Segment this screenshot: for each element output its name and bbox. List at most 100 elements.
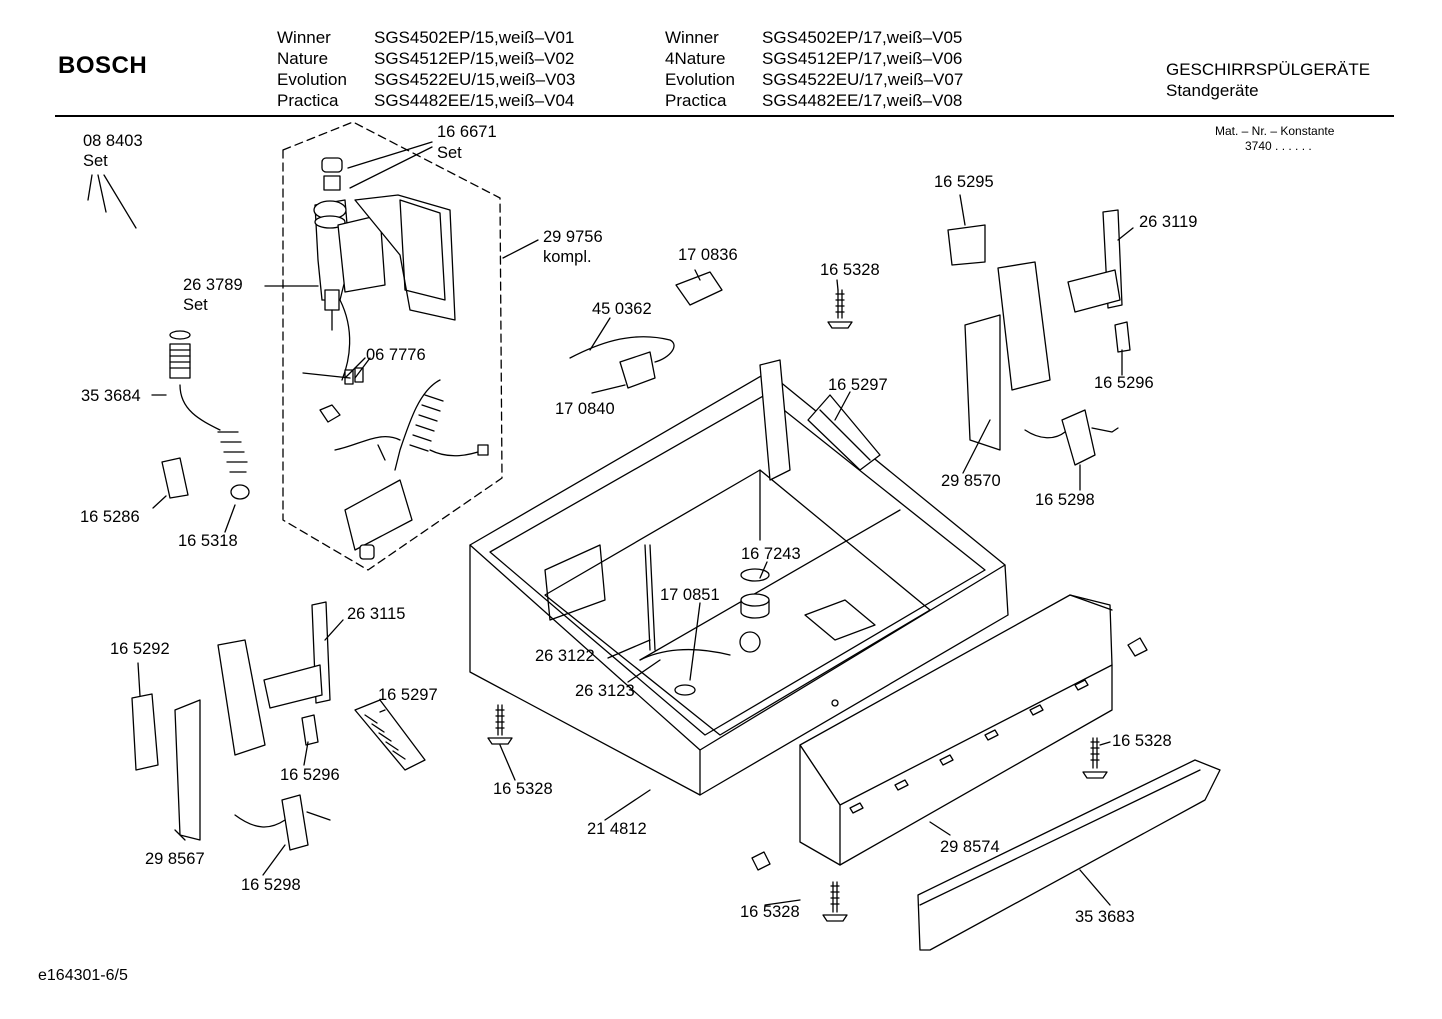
part-label: 26 3123 <box>575 682 635 700</box>
part-label: 16 5318 <box>178 532 238 550</box>
part-label: Set <box>183 296 208 314</box>
category-block: GESCHIRRSPÜLGERÄTE Standgeräte <box>1166 59 1370 101</box>
coiled-hose <box>334 379 489 471</box>
model-row: Winner SGS4502EP/15,weiß–V01 <box>277 27 575 48</box>
material-constant: Mat. – Nr. – Konstante 3740 . . . . . . <box>1215 124 1334 154</box>
model-name: 4Nature <box>665 49 726 68</box>
screw-small-right <box>1127 637 1148 657</box>
header-divider <box>55 115 1394 117</box>
part-165296b <box>301 714 319 746</box>
part-label: 17 0851 <box>660 586 720 604</box>
part-label: 17 0836 <box>678 246 738 264</box>
part-label: 16 5297 <box>828 376 888 394</box>
part-165295 <box>947 224 986 266</box>
valve-cover-inner <box>399 199 446 301</box>
bracket-298570 <box>997 261 1051 391</box>
wire-165298a <box>1024 429 1066 439</box>
part-298570 <box>964 314 1001 451</box>
part-label: 16 5296 <box>280 766 340 784</box>
model-code: SGS4502EP/15,weiß–V01 <box>374 28 575 47</box>
kick-panel <box>799 594 1113 866</box>
part-label: 16 5295 <box>934 173 994 191</box>
part-label: 16 5328 <box>493 780 553 798</box>
part-label: 21 4812 <box>587 820 647 838</box>
valve-cover <box>354 194 456 321</box>
float-disc <box>674 684 696 696</box>
part-165292 <box>131 693 159 771</box>
connector-170840 <box>619 351 656 389</box>
part-165296a <box>1114 321 1131 353</box>
model-code: SGS4512EP/17,weiß–V06 <box>762 49 963 68</box>
part-165298a <box>1061 409 1096 466</box>
model-row: Evolution SGS4522EU/17,weiß–V07 <box>665 69 963 90</box>
part-label: 16 5292 <box>110 640 170 658</box>
model-row: Winner SGS4502EP/17,weiß–V05 <box>665 27 963 48</box>
part-label: 26 3115 <box>347 605 406 623</box>
part-label: 16 5328 <box>1112 732 1172 750</box>
part-label: 26 3119 <box>1139 213 1198 231</box>
part-165298b <box>281 794 309 851</box>
part-label: 16 5296 <box>1094 374 1154 392</box>
part-label: 16 5298 <box>1035 491 1095 509</box>
drawing-code: e164301-6/5 <box>38 967 128 984</box>
part-label: Set <box>437 144 462 162</box>
model-name: Evolution <box>665 70 735 89</box>
part-label: 17 0840 <box>555 400 615 418</box>
screw-right <box>1082 737 1108 779</box>
brand-logo: BOSCH <box>58 52 148 79</box>
wire-263123 <box>639 648 731 661</box>
model-row: Practica SGS4482EE/15,weiß–V04 <box>277 90 575 111</box>
part-label: 16 5328 <box>740 903 800 921</box>
sensor-cap <box>359 544 375 560</box>
screw-top <box>827 289 853 329</box>
leader-lines <box>87 141 1134 906</box>
screw-left <box>487 704 513 745</box>
model-name: Evolution <box>277 70 347 89</box>
model-code: SGS4522EU/17,weiß–V07 <box>762 70 964 89</box>
wire-450362 <box>569 336 675 363</box>
part-label: 35 3683 <box>1075 908 1135 926</box>
part-label: 16 5286 <box>80 508 140 526</box>
part-label: 26 3789 <box>183 276 243 294</box>
spring-hose-group <box>169 330 250 500</box>
part-label: 16 7243 <box>741 545 801 563</box>
model-row: Nature SGS4512EP/15,weiß–V02 <box>277 48 575 69</box>
model-code: SGS4482EE/15,weiß–V04 <box>374 91 575 110</box>
screw-small-bottom <box>751 851 771 871</box>
model-code: SGS4482EE/17,weiß–V08 <box>762 91 963 110</box>
model-name: Winner <box>277 28 331 47</box>
part-label: Set <box>83 152 108 170</box>
part-label: 35 3684 <box>81 387 141 405</box>
sensor-plate <box>344 479 413 551</box>
part-label: 16 6671 <box>437 123 497 141</box>
seal-ring <box>740 568 770 582</box>
model-code: SGS4502EP/17,weiß–V05 <box>762 28 963 47</box>
category-subtitle: Standgeräte <box>1166 81 1259 100</box>
part-label: 16 5297 <box>378 686 438 704</box>
part-label: 29 8570 <box>941 472 1001 490</box>
model-name: Practica <box>277 91 339 110</box>
part-label: kompl. <box>543 248 592 266</box>
model-name: Winner <box>665 28 719 47</box>
screw-bottom <box>822 881 848 922</box>
part-label: 29 9756 <box>543 228 603 246</box>
model-name: Nature <box>277 49 329 68</box>
part-label: 16 5298 <box>241 876 301 894</box>
model-code: SGS4512EP/15,weiß–V02 <box>374 49 575 68</box>
water-valve <box>313 157 386 423</box>
part-label: 45 0362 <box>592 300 652 318</box>
part-label: 08 8403 <box>83 132 143 150</box>
trim-strip <box>917 759 1221 951</box>
spring-165297b <box>354 699 426 771</box>
part-label: 26 3122 <box>535 647 595 665</box>
category-title: GESCHIRRSPÜLGERÄTE <box>1166 60 1371 79</box>
base-tub <box>469 359 1009 796</box>
clip-part <box>161 457 189 499</box>
part-label: 06 7776 <box>366 346 426 364</box>
part-298567 <box>174 699 201 841</box>
part-label: 29 8574 <box>940 838 1000 856</box>
